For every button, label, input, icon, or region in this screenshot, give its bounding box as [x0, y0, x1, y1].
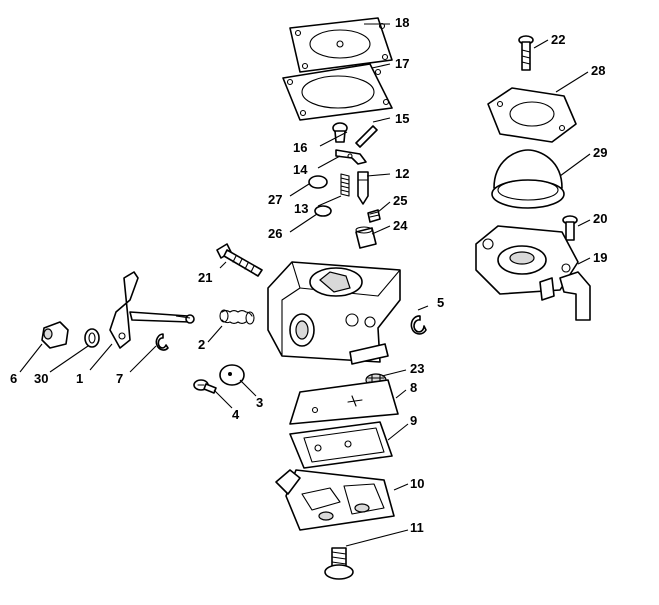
callout-labels: 18 17 16 15 14 12 27 13 25 26 24 21 5 2 … [10, 15, 607, 535]
callout-15: 15 [395, 111, 409, 126]
callout-8: 8 [410, 380, 417, 395]
part-20-screw [562, 215, 578, 241]
callout-28: 28 [591, 63, 605, 78]
part-15-pin [355, 125, 378, 148]
part-24-sleeve [355, 226, 377, 249]
part-12-inlet-needle [357, 171, 369, 205]
part-13-spring [340, 173, 350, 197]
part-1-throttle-shaft [109, 271, 195, 349]
part-21-adjusting-screw [216, 243, 263, 277]
part-8-diaphragm [289, 379, 399, 425]
part-4-screw [193, 379, 217, 394]
callout-12: 12 [395, 166, 409, 181]
part-17-gasket [282, 63, 393, 121]
callout-27: 27 [268, 192, 282, 207]
callout-4: 4 [232, 407, 240, 422]
callout-22: 22 [551, 32, 565, 47]
part-19-pump-housing [475, 225, 591, 321]
part-10-end-cover [275, 469, 395, 531]
callout-1: 1 [76, 371, 83, 386]
callout-24: 24 [393, 218, 408, 233]
callout-18: 18 [395, 15, 409, 30]
callout-13: 13 [294, 201, 308, 216]
callout-2: 2 [198, 337, 205, 352]
callout-6: 6 [10, 371, 17, 386]
callout-29: 29 [593, 145, 607, 160]
callout-21: 21 [198, 270, 212, 285]
part-29-primer-bulb [491, 149, 565, 209]
part-26-cap [314, 205, 332, 217]
callout-17: 17 [395, 56, 409, 71]
part-3-disk [219, 364, 245, 386]
callout-10: 10 [410, 476, 424, 491]
part-25-screw [367, 209, 381, 223]
callout-19: 19 [593, 250, 607, 265]
carburetor-body [267, 261, 401, 365]
callout-9: 9 [410, 413, 417, 428]
part-2-spring [219, 309, 255, 325]
leader-lines [19, 23, 591, 547]
part-22-screw [518, 35, 534, 71]
part-30-washer [84, 328, 100, 348]
part-18-diaphragm [289, 17, 393, 73]
part-6-knob [41, 321, 69, 349]
callout-16: 16 [293, 140, 307, 155]
callout-30: 30 [34, 371, 48, 386]
callout-23: 23 [410, 361, 424, 376]
part-27-cap [308, 175, 328, 189]
callout-26: 26 [268, 226, 282, 241]
part-5-circlip [410, 315, 427, 335]
part-28-flange [487, 87, 577, 143]
part-7-circlip [155, 333, 169, 351]
callout-14: 14 [293, 162, 308, 177]
part-9-gasket [289, 421, 393, 469]
callout-7: 7 [116, 371, 123, 386]
callout-11: 11 [410, 520, 424, 535]
callout-5: 5 [437, 295, 444, 310]
part-14-inlet-lever [335, 149, 367, 165]
callout-3: 3 [256, 395, 263, 410]
callout-20: 20 [593, 211, 607, 226]
callout-25: 25 [393, 193, 407, 208]
part-11-screw [324, 547, 354, 580]
